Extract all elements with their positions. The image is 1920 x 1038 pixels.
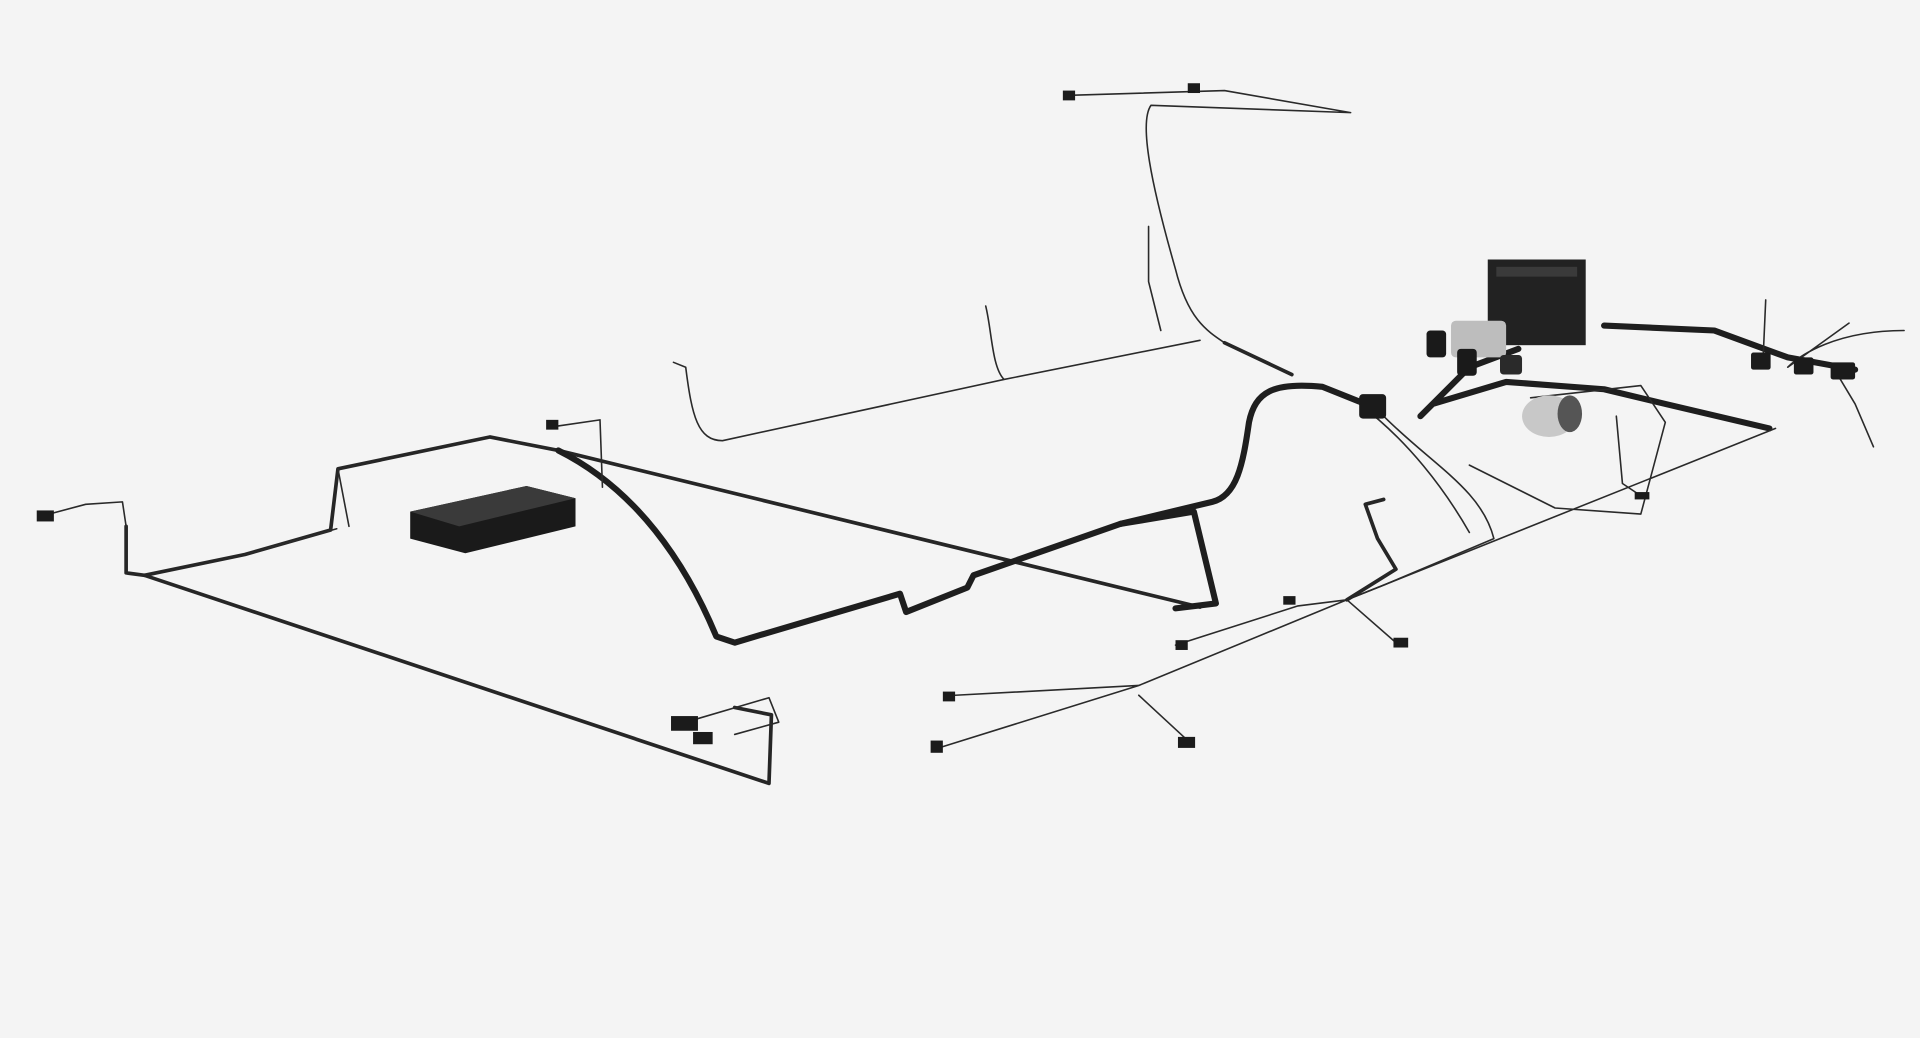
connectors <box>36 83 1856 753</box>
motor-component <box>1522 395 1583 437</box>
fuse-relay-box <box>1426 259 1586 376</box>
control-module-box <box>410 485 576 554</box>
roof-harness <box>672 89 1352 442</box>
rear-harness-loop <box>48 382 1363 786</box>
